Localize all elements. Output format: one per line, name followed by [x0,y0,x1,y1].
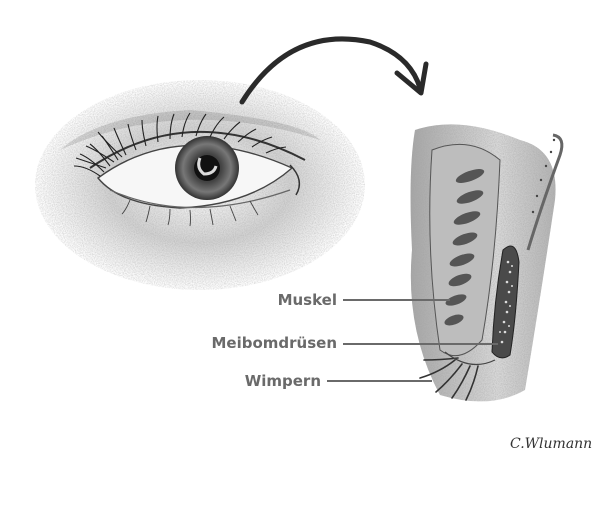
label-eyelashes-text: Wimpern [245,372,321,390]
label-muscle-text: Muskel [278,291,337,309]
label-eyelashes: Wimpern [245,372,432,390]
eye-illustration [35,80,365,290]
artist-signature: C.Wlumann [510,436,592,452]
eyelid-cross-section-illustration [411,124,562,401]
label-meibomian-glands-text: Meibomdrüsen [211,334,337,352]
